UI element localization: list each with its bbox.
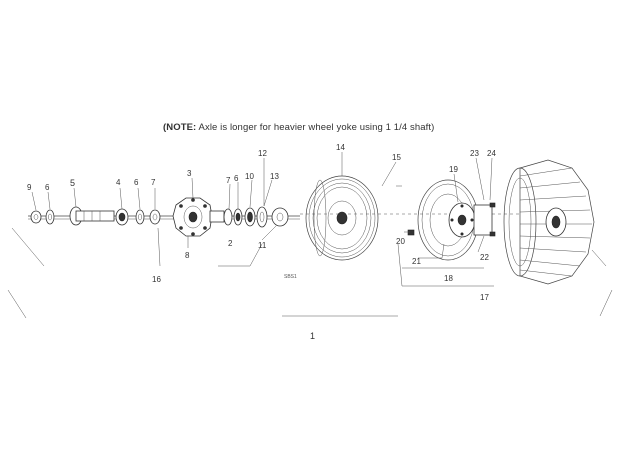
figure-id: SBS1 (284, 274, 297, 280)
frame-lines (7, 227, 613, 319)
callout-24: 24 (487, 149, 496, 158)
callout-5: 5 (70, 178, 75, 188)
part-5-axle-bolt (69, 206, 115, 226)
callout-4: 4 (116, 178, 121, 187)
part-4-bearing (115, 208, 129, 226)
callout-6-third: 6 (234, 174, 239, 183)
part-9-nut (30, 210, 42, 224)
callout-2: 2 (228, 239, 233, 248)
callout-9: 9 (27, 183, 32, 192)
callout-17: 17 (480, 293, 489, 302)
callout-16: 16 (152, 275, 161, 284)
note-prefix: (NOTE: (163, 122, 197, 133)
callout-13: 13 (270, 172, 279, 181)
callout-7: 7 (151, 178, 156, 187)
part-18-wheel-rim (407, 179, 496, 261)
callout-3: 3 (187, 169, 192, 178)
callout-12: 12 (258, 149, 267, 158)
callout-19: 19 (449, 165, 458, 174)
callout-15: 15 (392, 153, 401, 162)
callout-1: 1 (310, 331, 315, 341)
part-7-spacer (149, 209, 161, 225)
callout-18: 18 (444, 274, 453, 283)
callout-23: 23 (470, 149, 479, 158)
part-10-bearing (244, 207, 256, 227)
leader-lines (31, 152, 494, 287)
part-24-roller (503, 159, 595, 285)
callout-6: 6 (45, 183, 50, 192)
part-7-spacer-2 (223, 208, 233, 226)
part-8-hub (172, 197, 225, 237)
callout-11: 11 (258, 241, 267, 250)
callout-14: 14 (336, 143, 345, 152)
callout-8: 8 (185, 251, 190, 260)
part-14-tire (305, 175, 379, 261)
callout-22: 22 (480, 253, 489, 262)
callout-7-second: 7 (226, 176, 231, 185)
part-6-washer-2 (135, 209, 145, 225)
part-6-washer-3 (233, 208, 243, 226)
callout-6-second: 6 (134, 178, 139, 187)
callout-labels: 9 6 5 4 6 7 3 8 7 6 10 13 12 11 2 16 SBS… (27, 143, 496, 341)
diagram-note: (NOTE: Axle is longer for heavier wheel … (163, 122, 434, 133)
note-text: Axle is longer for heavier wheel yoke us… (196, 122, 435, 133)
callout-21: 21 (412, 257, 421, 266)
part-11-collar (271, 207, 289, 227)
callout-20: 20 (396, 237, 405, 246)
callout-10: 10 (245, 172, 254, 181)
part-6-washer (45, 209, 55, 225)
part-13-seal (256, 206, 268, 228)
